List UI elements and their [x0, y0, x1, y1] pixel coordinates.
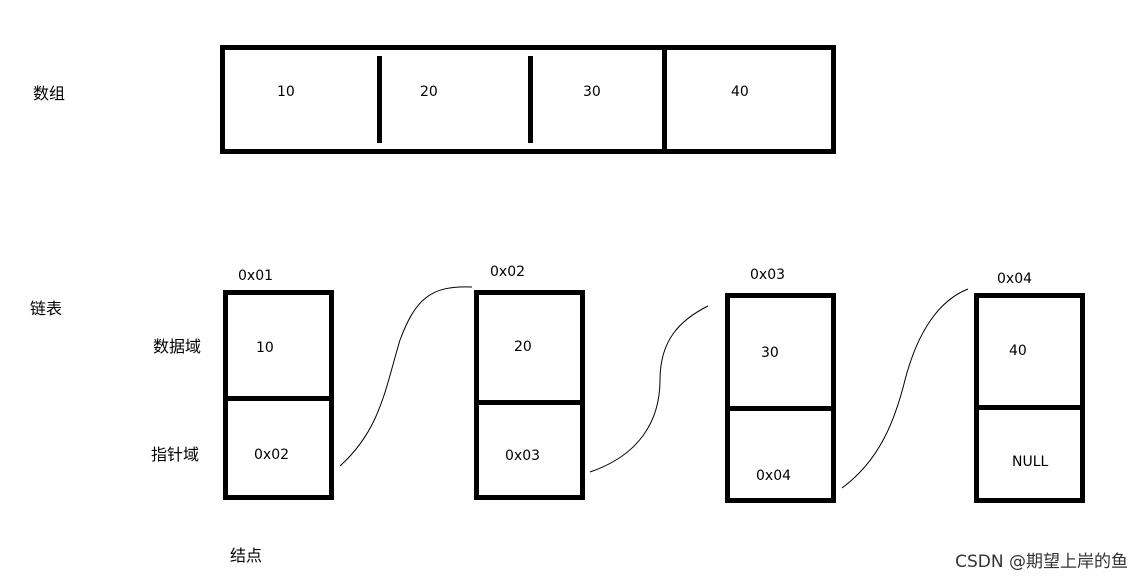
list-node: 30 0x04: [725, 293, 836, 503]
array-divider: [662, 50, 667, 149]
link-curve: [841, 288, 969, 489]
array-cell-value: 30: [583, 84, 601, 100]
array-cell: 30: [533, 50, 663, 149]
array-cell-value: 20: [420, 84, 438, 100]
node-address: 0x04: [997, 271, 1033, 287]
list-node: 40 NULL: [974, 293, 1085, 503]
node-pointer-value: 0x04: [756, 468, 792, 484]
data-field-label: 数据域: [153, 337, 202, 356]
node-divider: [730, 406, 831, 411]
node-data-value: 40: [1009, 343, 1027, 359]
node-caption: 结点: [230, 546, 263, 565]
pointer-field-label: 指针域: [151, 445, 200, 464]
array-label: 数组: [33, 84, 66, 103]
array-cell: 10: [225, 50, 377, 149]
link-curve: [339, 286, 473, 467]
node-pointer-value: NULL: [1012, 454, 1049, 470]
array-box: 10 20 30 40: [220, 45, 836, 154]
watermark: CSDN @期望上岸的鱼: [955, 552, 1128, 572]
array-cell: 40: [667, 50, 831, 149]
node-data-value: 30: [761, 345, 779, 361]
node-address: 0x03: [750, 267, 786, 283]
array-cell: 20: [382, 50, 528, 149]
node-pointer-value: 0x03: [505, 448, 541, 464]
list-node: 10 0x02: [223, 290, 334, 500]
list-node: 20 0x03: [474, 290, 585, 500]
array-divider: [528, 56, 533, 143]
array-cell-value: 10: [277, 84, 295, 100]
array-cell-value: 40: [731, 84, 749, 100]
node-address: 0x02: [490, 264, 526, 280]
node-divider: [228, 396, 329, 401]
node-address: 0x01: [238, 268, 274, 284]
linked-list-label: 链表: [30, 299, 63, 318]
array-divider: [377, 56, 382, 143]
node-data-value: 20: [514, 339, 532, 355]
node-divider: [979, 405, 1080, 410]
link-curve: [589, 305, 709, 473]
node-data-value: 10: [256, 340, 274, 356]
node-pointer-value: 0x02: [254, 447, 290, 463]
node-divider: [479, 400, 580, 405]
